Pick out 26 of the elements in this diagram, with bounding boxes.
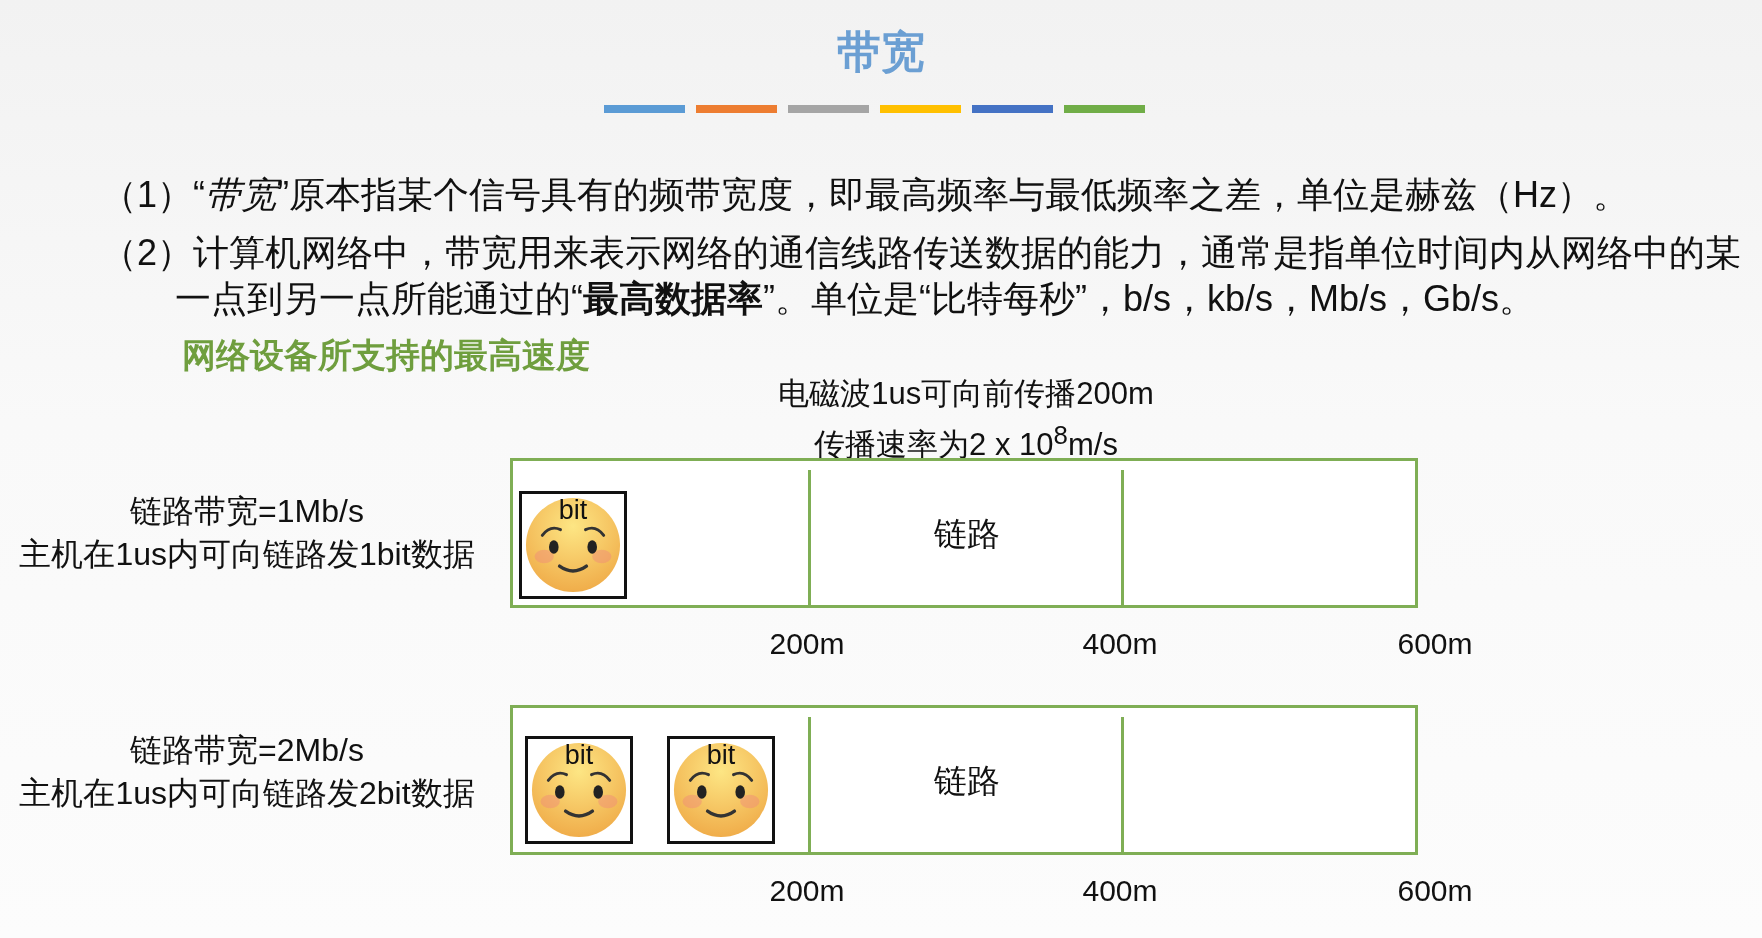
caption-text: 链路带宽=2Mb/s xyxy=(130,731,364,770)
distance-label: 600m xyxy=(1397,873,1473,909)
link-label: 链路 xyxy=(933,761,1000,801)
bit-box xyxy=(667,736,775,844)
bit-label: bit xyxy=(558,495,588,525)
distance-label: 400m xyxy=(1082,873,1158,909)
note-text: 电磁波1us可向前传播200m xyxy=(778,374,1154,413)
caption-text: 主机在1us内可向链路发2bit数据 xyxy=(19,774,475,813)
caption-text: 主机在1us内可向链路发1bit数据 xyxy=(19,535,475,574)
distance-label: 600m xyxy=(1397,626,1473,662)
caption-text: 链路带宽=1Mb/s xyxy=(130,492,364,531)
distance-label: 200m xyxy=(769,626,845,662)
paragraph: （1）“带宽”原本指某个信号具有的频带宽度，即最高频率与最低频率之差，单位是赫兹（Hz）。 xyxy=(101,173,1630,217)
bit-box xyxy=(519,491,627,599)
note-text: 传播速率为2 x 10$^{8}$m/s xyxy=(814,419,1118,464)
bit-label: bit xyxy=(706,740,736,770)
paragraph: （2）计算机网络中，带宽用来表示网络的通信线路传送数据的能力，通常是指单位时间内从网络中的某一点到另一点所能通过的“最高数据率”。单位是“比特每秒”，b/s，kb/s，Mb/s，Gb/s。 xyxy=(101,231,1743,321)
distance-label: 200m xyxy=(769,873,845,909)
link-box xyxy=(510,705,1418,855)
distance-label: 400m xyxy=(1082,626,1158,662)
subheading: 网络设备所支持的最高速度 xyxy=(182,334,590,376)
link-box xyxy=(510,458,1418,608)
link-label: 链路 xyxy=(933,514,1000,554)
slide-title: 带宽 xyxy=(837,26,925,78)
bit-label: bit xyxy=(564,740,594,770)
bit-box xyxy=(525,736,633,844)
